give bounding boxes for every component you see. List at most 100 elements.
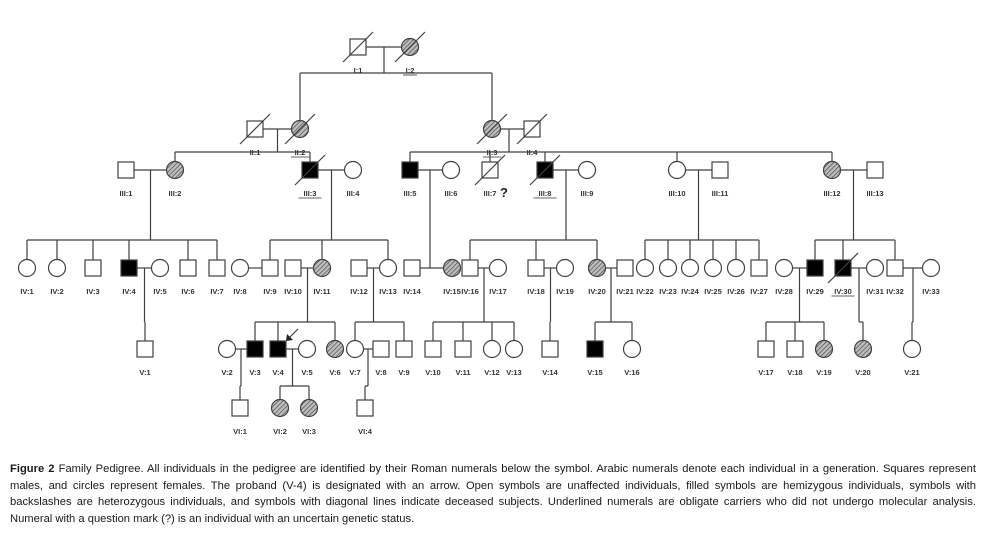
deceased-slash-icon bbox=[474, 154, 506, 186]
female-circle-icon bbox=[822, 160, 842, 180]
male-square-icon bbox=[120, 259, 138, 277]
individual-label: III:1 bbox=[120, 189, 133, 198]
individual-iv-31 bbox=[865, 258, 885, 278]
male-square-icon bbox=[350, 259, 368, 277]
male-square-icon bbox=[403, 259, 421, 277]
female-circle-icon bbox=[577, 160, 597, 180]
pedigree-lines bbox=[26, 46, 923, 400]
individual-iii-7 bbox=[474, 154, 506, 186]
female-circle-icon bbox=[635, 258, 655, 278]
individual-label: IV:6 bbox=[181, 287, 194, 296]
individual-label: II:3 bbox=[487, 148, 498, 157]
individual-iii-6 bbox=[441, 160, 461, 180]
individual-label: V:21 bbox=[904, 368, 919, 377]
individual-iv-18 bbox=[527, 259, 545, 277]
female-circle-icon bbox=[150, 258, 170, 278]
individual-label: V:9 bbox=[398, 368, 409, 377]
female-circle-icon bbox=[814, 339, 834, 359]
individual-iv-2 bbox=[47, 258, 67, 278]
male-square-icon bbox=[84, 259, 102, 277]
individual-label: VI:2 bbox=[273, 427, 287, 436]
female-circle-icon bbox=[217, 339, 237, 359]
individual-label: IV:29 bbox=[806, 287, 824, 296]
individual-label: IV:13 bbox=[379, 287, 397, 296]
individual-label: III:10 bbox=[668, 189, 685, 198]
individual-label: I:1 bbox=[354, 66, 363, 75]
figure-caption: Figure 2 Family Pedigree. All individual… bbox=[10, 461, 976, 527]
individual-v-14 bbox=[541, 340, 559, 358]
individual-label: IV:3 bbox=[86, 287, 99, 296]
individual-v-3 bbox=[246, 340, 264, 358]
deceased-slash-icon bbox=[239, 113, 271, 145]
individual-label: IV:20 bbox=[588, 287, 606, 296]
individual-label: V:14 bbox=[542, 368, 558, 377]
individual-iv-15 bbox=[442, 258, 462, 278]
individual-iv-14 bbox=[403, 259, 421, 277]
female-circle-icon bbox=[165, 160, 185, 180]
male-square-icon bbox=[541, 340, 559, 358]
figure-caption-text: Family Pedigree. All individuals in the … bbox=[10, 463, 976, 525]
individual-v-1 bbox=[136, 340, 154, 358]
individual-iii-1 bbox=[117, 161, 135, 179]
female-circle-icon bbox=[555, 258, 575, 278]
female-circle-icon bbox=[47, 258, 67, 278]
male-square-icon bbox=[786, 340, 804, 358]
individual-label: III:9 bbox=[581, 189, 594, 198]
female-circle-icon bbox=[504, 339, 524, 359]
individual-iv-33 bbox=[921, 258, 941, 278]
deceased-slash-icon bbox=[827, 252, 859, 284]
male-square-icon bbox=[461, 259, 479, 277]
individual-iv-9 bbox=[261, 259, 279, 277]
individual-label: V:19 bbox=[816, 368, 831, 377]
individual-label: III:13 bbox=[866, 189, 883, 198]
male-square-icon bbox=[179, 259, 197, 277]
male-square-icon bbox=[269, 340, 287, 358]
proband-arrowhead-icon bbox=[286, 334, 293, 341]
individual-label: III:5 bbox=[404, 189, 417, 198]
individual-label: V:15 bbox=[587, 368, 602, 377]
individual-v-7 bbox=[345, 339, 365, 359]
female-circle-icon bbox=[853, 339, 873, 359]
individual-label: IV:10 bbox=[284, 287, 302, 296]
male-square-icon bbox=[261, 259, 279, 277]
individual-iv-11 bbox=[312, 258, 332, 278]
male-square-icon bbox=[372, 340, 390, 358]
individual-label: IV:14 bbox=[403, 287, 421, 296]
individual-vi-3 bbox=[299, 398, 319, 418]
female-circle-icon bbox=[865, 258, 885, 278]
individual-iv-29 bbox=[806, 259, 824, 277]
female-circle-icon bbox=[312, 258, 332, 278]
individual-v-21 bbox=[902, 339, 922, 359]
deceased-slash-icon bbox=[529, 154, 561, 186]
male-square-icon bbox=[806, 259, 824, 277]
female-circle-icon bbox=[774, 258, 794, 278]
individual-v-13 bbox=[504, 339, 524, 359]
individual-label: III:12 bbox=[823, 189, 840, 198]
female-circle-icon bbox=[921, 258, 941, 278]
individual-iv-6 bbox=[179, 259, 197, 277]
individual-v-5 bbox=[297, 339, 317, 359]
deceased-slash-icon bbox=[294, 154, 326, 186]
individual-label: IV:2 bbox=[50, 287, 63, 296]
individual-label: IV:12 bbox=[350, 287, 368, 296]
individual-label: V:13 bbox=[506, 368, 521, 377]
individual-v-2 bbox=[217, 339, 237, 359]
male-square-icon bbox=[401, 161, 419, 179]
individual-ii-2 bbox=[284, 113, 316, 145]
individual-v-12 bbox=[482, 339, 502, 359]
individual-label: III:3 bbox=[304, 189, 317, 198]
individual-label: IV:31 bbox=[866, 287, 884, 296]
individual-label: IV:1 bbox=[20, 287, 33, 296]
individual-v-9 bbox=[395, 340, 413, 358]
individual-label: IV:15 bbox=[443, 287, 461, 296]
male-square-icon bbox=[356, 399, 374, 417]
individual-ii-1 bbox=[239, 113, 271, 145]
individual-label: IV:7 bbox=[210, 287, 223, 296]
male-square-icon bbox=[395, 340, 413, 358]
female-circle-icon bbox=[299, 398, 319, 418]
individual-iv-23 bbox=[658, 258, 678, 278]
individual-label: V:12 bbox=[484, 368, 499, 377]
individual-label: III:4 bbox=[347, 189, 361, 198]
